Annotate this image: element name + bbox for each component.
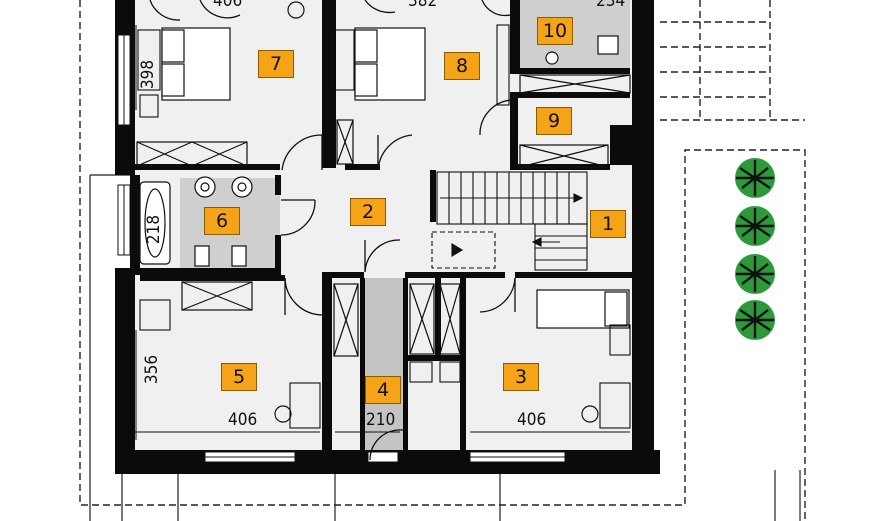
- dimension-room7-side: 398: [138, 59, 159, 90]
- chairs: [274, 1, 599, 423]
- bath-fixtures: [139, 35, 619, 267]
- room-badge-9: 9: [536, 107, 572, 135]
- windows: [117, 34, 566, 463]
- dimension-top-left: 406: [213, 0, 243, 11]
- room-badge-2: 2: [350, 198, 386, 226]
- trees: [735, 158, 775, 340]
- construction-lines: [89, 174, 801, 521]
- dimension-room6-side: 218: [144, 214, 165, 245]
- beds: [161, 27, 630, 329]
- room-badge-3: 3: [503, 363, 539, 391]
- room-badge-4: 4: [365, 376, 401, 404]
- dimension-room5-side: 356: [142, 354, 163, 385]
- dimension-bottom-left: 406: [228, 410, 258, 430]
- wardrobes: [136, 74, 631, 357]
- door-swings: [149, 0, 516, 461]
- dimension-lines: [135, 25, 630, 440]
- room-badge-6: 6: [204, 207, 240, 235]
- dimension-top-mid: 382: [408, 0, 438, 11]
- furniture: [137, 24, 631, 429]
- room-badge-5: 5: [221, 363, 257, 391]
- outer-dashed-outline: [79, 0, 806, 521]
- staircase: [431, 171, 588, 271]
- room-badge-10: 10: [537, 17, 573, 45]
- room-badge-7: 7: [258, 50, 294, 78]
- room-badge-1: 1: [590, 210, 626, 238]
- corridor-4-floor: [365, 278, 403, 460]
- dimension-bottom-mid: 210: [366, 410, 396, 430]
- dimension-top-right: 234: [596, 0, 626, 11]
- dimension-bottom-right: 406: [517, 410, 547, 430]
- room-badge-8: 8: [444, 52, 480, 80]
